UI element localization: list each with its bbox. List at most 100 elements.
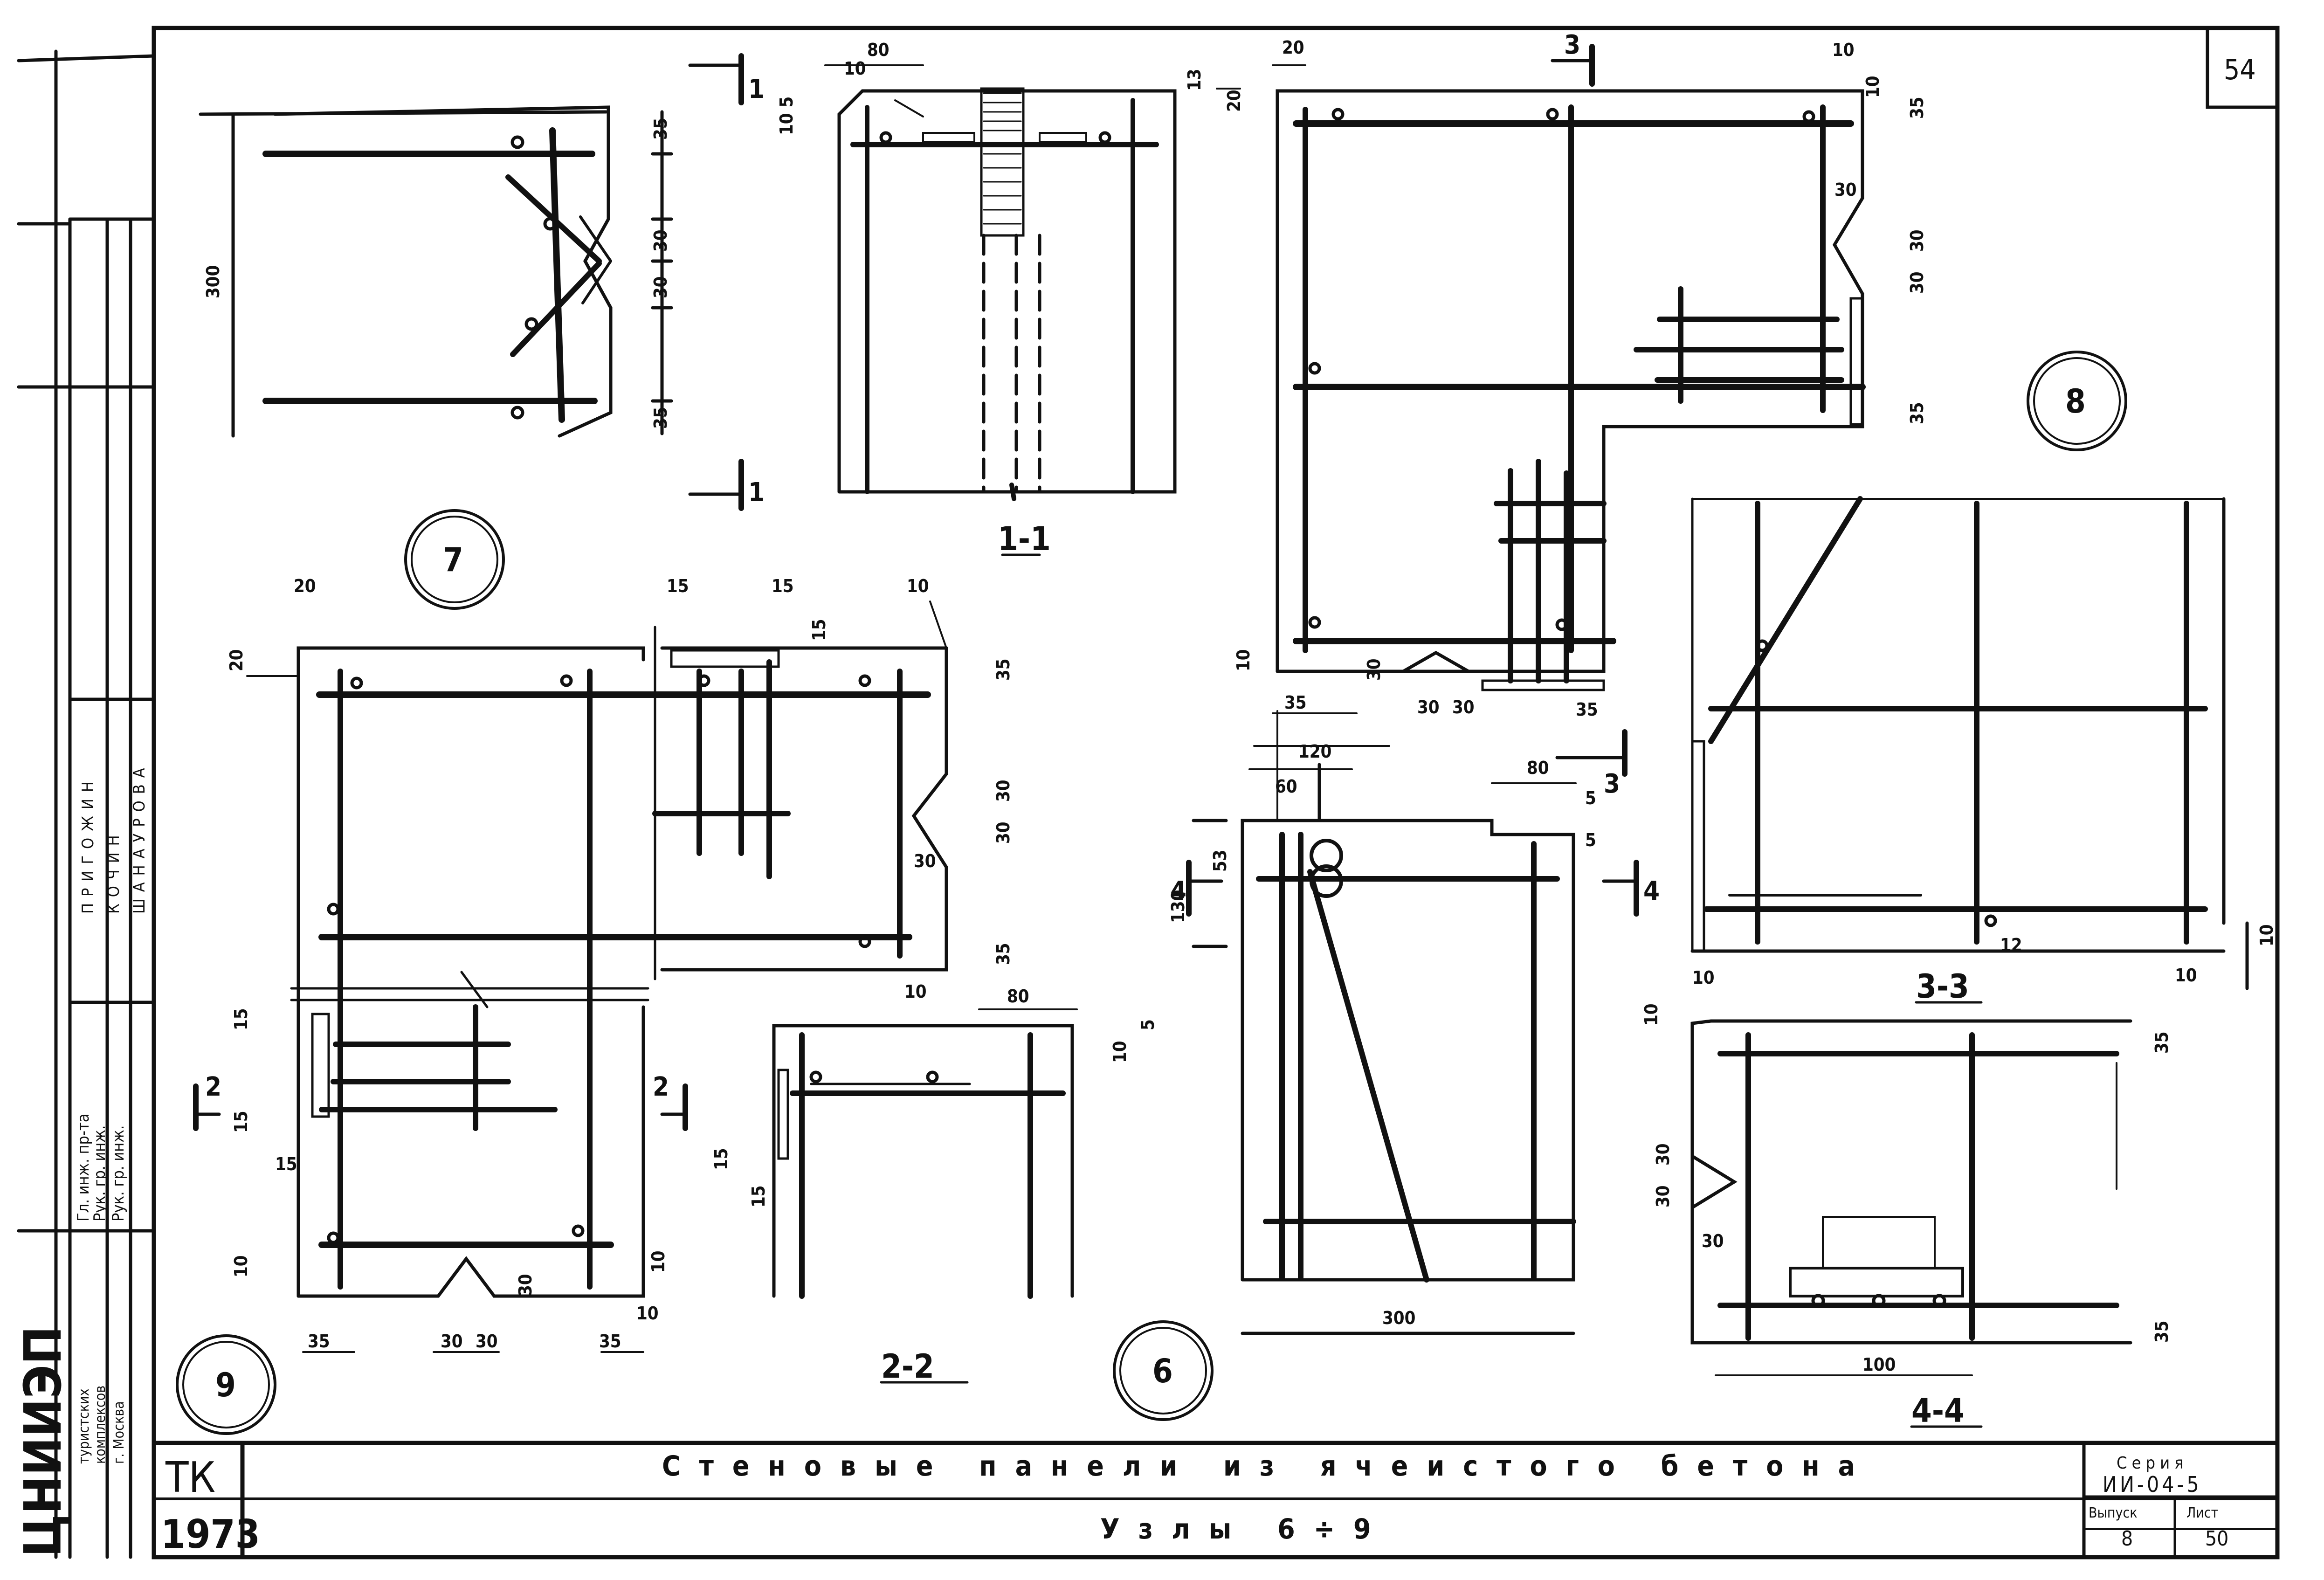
dim-s44-30b: 30 <box>1653 1185 1673 1207</box>
dim-n9-15d: 15 <box>231 1008 251 1030</box>
dim-s33-10a: 10 <box>2175 965 2197 986</box>
dim-n8-30e: 30 <box>1417 697 1440 718</box>
dim-s44-30c: 30 <box>1702 1231 1724 1251</box>
dim-n9-20b: 20 <box>226 649 247 671</box>
cut-mark-2-right: 2 <box>653 1072 669 1102</box>
dim-n9-15e: 15 <box>231 1111 251 1133</box>
sheet-code: ТК <box>165 1453 215 1502</box>
dim-n9-30f: 30 <box>515 1274 536 1296</box>
dim-n9-15f: 15 <box>275 1154 297 1174</box>
dim-s44-35a: 35 <box>2152 1031 2172 1054</box>
org-line-3: г. Москва <box>111 1401 127 1464</box>
dim-n9-35c: 35 <box>308 1331 330 1352</box>
org-line-1: туристских <box>76 1388 92 1464</box>
dim-n9-10a: 10 <box>907 576 929 596</box>
dim-n9-10d: 10 <box>648 1250 669 1273</box>
cut-mark-4-right: 4 <box>1643 876 1660 906</box>
role-3: Рук. гр. инж. <box>109 1125 128 1221</box>
section-4-4: 4-4 <box>1911 1392 1965 1430</box>
dim-n9-35d: 35 <box>599 1331 621 1352</box>
dim-s22-5: 5 <box>1138 1019 1158 1030</box>
section-3-3: 3-3 <box>1916 967 1969 1006</box>
dim-s44-35b: 35 <box>2152 1320 2172 1343</box>
dim-n8-35c: 35 <box>1284 692 1307 713</box>
dim-n9-10b: 10 <box>904 981 927 1002</box>
dim-n9-80: 80 <box>1007 986 1029 1007</box>
name-1: ПРИГОЖИН <box>79 775 97 914</box>
sheet-frame <box>152 26 2280 1559</box>
issue-label: Выпуск <box>2089 1505 2138 1521</box>
dim-s33-12: 12 <box>2000 935 2022 955</box>
dim-node7-30b: 30 <box>650 276 671 298</box>
org-line-2: комплексов <box>92 1386 109 1464</box>
dim-n8-30f: 30 <box>1452 697 1475 718</box>
dim-n6-300: 300 <box>1382 1308 1415 1328</box>
dim-n9-15c: 15 <box>809 619 829 641</box>
dim-n6-5a: 5 <box>1585 788 1596 808</box>
cut-mark-2-left: 2 <box>205 1072 221 1102</box>
dim-node7-30a: 30 <box>650 229 671 252</box>
dim-n6-130: 130 <box>1168 890 1188 923</box>
sheet-label: Лист <box>2186 1505 2218 1521</box>
dim-n8-20: 20 <box>1282 37 1304 58</box>
cut-mark-3-top: 3 <box>1564 30 1580 60</box>
dim-s11-13: 13 <box>1184 69 1205 91</box>
dim-s11-10: 10 <box>844 58 866 79</box>
dim-n6-80: 80 <box>1527 758 1549 778</box>
dim-n6-53: 53 <box>1210 849 1230 872</box>
dim-n9-35a: 35 <box>993 658 1014 681</box>
dim-s22-15a: 15 <box>711 1148 731 1170</box>
dim-n9-30b: 30 <box>993 821 1014 844</box>
dim-s44-100: 100 <box>1862 1354 1896 1375</box>
name-3: ШАНАУРОВА <box>130 761 149 914</box>
sheet-number: 50 <box>2205 1527 2228 1551</box>
role-2: Рук. гр. инж. <box>90 1125 109 1221</box>
cut-mark-3-bottom: 3 <box>1604 769 1620 799</box>
dim-n9-15a: 15 <box>667 576 689 596</box>
cut-mark-4-left: 4 <box>1170 876 1186 906</box>
node-9-circle <box>176 1334 276 1435</box>
dim-n8-35a: 35 <box>1907 97 1927 119</box>
dim-n8-30d: 30 <box>1364 658 1384 681</box>
dim-s22-15b: 15 <box>748 1185 769 1207</box>
node-8-label: 8 <box>2065 382 2086 421</box>
node-9-label: 9 <box>215 1366 236 1404</box>
dim-node7-35b: 35 <box>650 407 671 429</box>
section-1-1: 1-1 <box>998 520 1051 558</box>
dim-s33-10b: 10 <box>2256 924 2277 946</box>
cut-mark-1-bottom: 1 <box>748 477 765 508</box>
node-7-label: 7 <box>443 541 463 579</box>
name-2: КОЧИН <box>104 828 123 914</box>
series-value: ИИ-04-5 <box>2103 1472 2202 1497</box>
dim-node7-300: 300 <box>203 265 223 298</box>
dim-n6-5b: 5 <box>1585 830 1596 850</box>
cut-mark-1-top: 1 <box>748 74 765 104</box>
sheet-subtitle: Узлы 6÷9 <box>1100 1513 1390 1546</box>
sheet-title: Стеновые панели из ячеистого бетона <box>662 1450 1874 1483</box>
dim-s11-20: 20 <box>1224 90 1244 112</box>
dim-s22-10: 10 <box>1110 1041 1130 1063</box>
dim-s11-80: 80 <box>867 40 890 60</box>
dim-n8-30a: 30 <box>1834 179 1857 200</box>
role-1: Гл. инж. пр-та <box>74 1113 93 1221</box>
dim-n8-10c: 10 <box>1233 649 1254 671</box>
dim-n8-35b: 35 <box>1907 402 1927 424</box>
dim-n9-30d: 30 <box>441 1331 463 1352</box>
node-8-circle <box>2027 351 2127 451</box>
dim-n6-60: 60 <box>1275 776 1297 797</box>
dim-n9-10c: 10 <box>231 1255 251 1277</box>
sheet-year: 1973 <box>161 1511 260 1558</box>
dim-n9-30a: 30 <box>993 780 1014 802</box>
dim-n9-30e: 30 <box>476 1331 498 1352</box>
dim-n8-10a: 10 <box>1832 40 1855 60</box>
dim-s44-10b: 10 <box>1641 1003 1662 1026</box>
dim-s44-10a: 10 <box>1692 967 1715 988</box>
dim-n9-10e: 10 <box>636 1303 659 1324</box>
dim-node7-35a: 35 <box>650 117 671 140</box>
dim-n9-35b: 35 <box>993 943 1014 965</box>
dim-n8-30c: 30 <box>1907 271 1927 294</box>
dim-n8-30b: 30 <box>1907 229 1927 252</box>
dim-n9-20a: 20 <box>294 576 316 596</box>
page-number: 54 <box>2224 54 2256 86</box>
